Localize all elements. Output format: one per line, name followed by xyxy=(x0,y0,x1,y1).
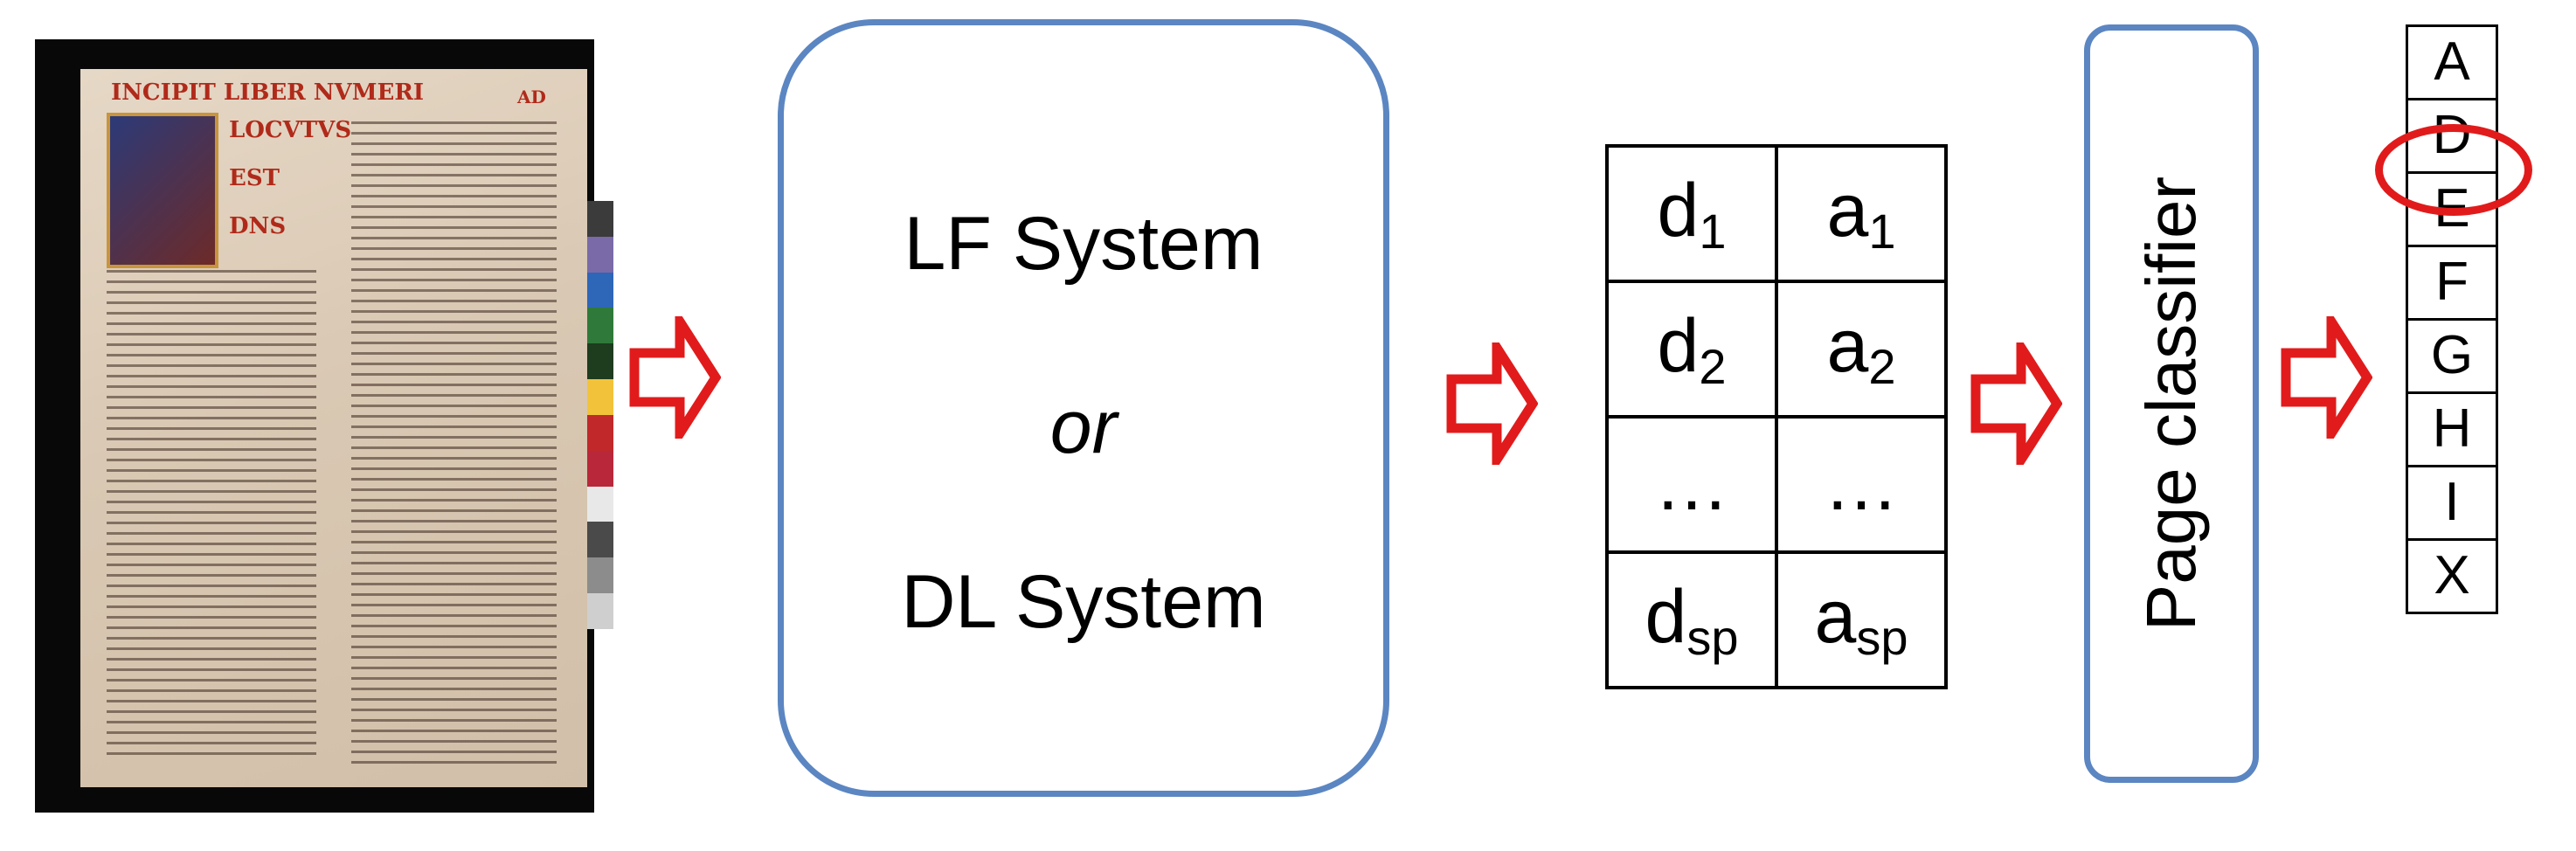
color-swatch xyxy=(587,379,613,415)
table-row: …… xyxy=(1605,415,1948,554)
color-swatch xyxy=(587,414,613,451)
color-swatch xyxy=(587,343,613,380)
page-classifier-box: Page classifier xyxy=(2084,24,2259,783)
distance-cell: … xyxy=(1605,415,1778,554)
color-swatch xyxy=(587,272,613,308)
class-label-h: H xyxy=(2406,391,2498,465)
illuminated-initial xyxy=(107,113,218,268)
system-box: LF System or DL System xyxy=(778,19,1389,797)
class-label-i: I xyxy=(2406,465,2498,538)
rubric-line: LOCVTVS xyxy=(229,117,352,143)
flow-arrow-4 xyxy=(2281,316,2372,439)
flow-arrow-1 xyxy=(629,316,721,439)
flow-arrow-2 xyxy=(1446,342,1538,465)
assignment-cell: a2 xyxy=(1775,280,1948,419)
system-lf-label: LF System xyxy=(904,202,1264,286)
color-swatch xyxy=(587,593,613,629)
assignment-cell: a1 xyxy=(1775,144,1948,283)
distance-cell: d2 xyxy=(1605,280,1778,419)
manuscript-page: INCIPIT LIBER NVMERI LOCVTVS EST DNS AD xyxy=(80,69,587,787)
selected-class-highlight xyxy=(2375,124,2532,216)
system-or-label: or xyxy=(1049,385,1118,469)
class-label-f: F xyxy=(2406,245,2498,318)
color-swatch xyxy=(587,201,613,237)
assignment-cell: asp xyxy=(1775,550,1948,689)
text-column-right xyxy=(351,121,557,764)
distance-cell: d1 xyxy=(1605,144,1778,283)
flow-arrow-3 xyxy=(1970,342,2062,465)
color-calibration-strip xyxy=(587,201,613,629)
text-column-left xyxy=(107,270,316,759)
assignment-cell: … xyxy=(1775,415,1948,554)
color-swatch xyxy=(587,486,613,522)
class-label-g: G xyxy=(2406,318,2498,391)
class-label-x: X xyxy=(2406,538,2498,614)
folio-mark: AD xyxy=(517,86,546,107)
rubric-heading: INCIPIT LIBER NVMERI xyxy=(111,80,425,106)
class-label-a: A xyxy=(2406,24,2498,98)
color-swatch xyxy=(587,557,613,594)
color-swatch xyxy=(587,450,613,487)
color-swatch xyxy=(587,308,613,344)
distance-cell: dsp xyxy=(1605,550,1778,689)
manuscript-image: INCIPIT LIBER NVMERI LOCVTVS EST DNS AD xyxy=(35,39,613,813)
color-swatch xyxy=(587,522,613,558)
page-classifier-label: Page classifier xyxy=(2132,176,2210,632)
rubric-line: EST xyxy=(229,165,280,191)
color-swatch xyxy=(587,236,613,273)
system-dl-label: DL System xyxy=(901,560,1266,644)
rubric-line: DNS xyxy=(229,213,287,239)
